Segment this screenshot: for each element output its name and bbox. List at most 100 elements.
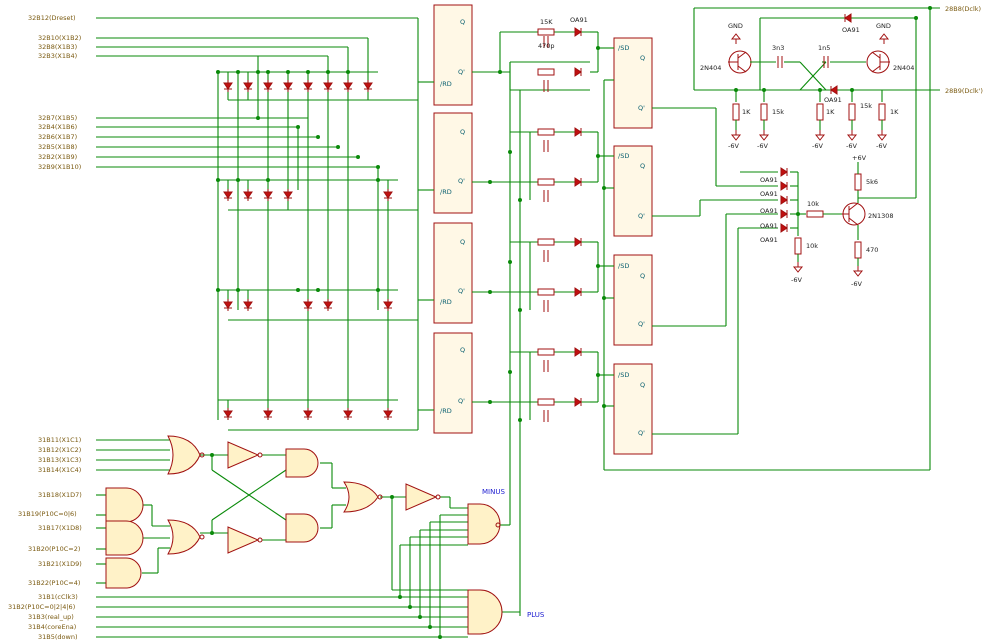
svg-text:OA91: OA91	[760, 190, 778, 198]
svg-text:/RD: /RD	[440, 80, 452, 88]
svg-text:-6V: -6V	[851, 280, 862, 288]
svg-text:OA91: OA91	[760, 236, 778, 244]
svg-text:-6V: -6V	[728, 142, 739, 150]
input-x1b8: 32B5(X1B8)	[38, 143, 77, 151]
ff-7	[613, 254, 653, 346]
ff-column-left: Q Q' /RD Q Q' /RD Q Q' /RD Q Q' /RD	[417, 4, 473, 434]
input-dreset: 32B12(Dreset)	[28, 14, 76, 22]
svg-text:Q': Q'	[458, 177, 465, 185]
svg-text:OA91: OA91	[760, 176, 778, 184]
logic-gates: MINUS PLUS	[105, 435, 545, 635]
svg-text:Q': Q'	[638, 429, 645, 437]
input-x1d8: 31B17(X1D8)	[38, 524, 82, 532]
net-minus: MINUS	[482, 488, 505, 496]
input-wires	[96, 17, 418, 168]
svg-text:/SD: /SD	[618, 262, 629, 270]
and-gate-2	[105, 520, 144, 556]
osc-t1-label: 2N404	[700, 64, 721, 72]
oscillator: OA91 2N404 GND 2N404 GND 3n3 1n5 OA91 1K	[693, 5, 983, 470]
svg-text:/SD: /SD	[618, 44, 629, 52]
svg-text:1K: 1K	[890, 108, 899, 116]
svg-text:+6V: +6V	[852, 154, 867, 162]
or-gate-1	[167, 435, 201, 475]
svg-text:/RD: /RD	[440, 407, 452, 415]
ff-8	[613, 363, 653, 455]
ff-column-right: /SD Q Q' /SD Q Q' /SD Q Q' /SD Q Q'	[590, 31, 930, 471]
ff-3	[433, 222, 473, 324]
svg-text:-6V: -6V	[846, 142, 857, 150]
and-gate-plus	[467, 589, 503, 635]
input-p10c-2: 31B20(P10C=2)	[28, 545, 80, 553]
and-gate-3	[105, 557, 142, 589]
input-x1c3: 31B13(X1C3)	[38, 456, 81, 464]
svg-text:Q: Q	[460, 238, 465, 246]
svg-text:Q': Q'	[638, 104, 645, 112]
svg-text:15k: 15k	[860, 102, 872, 110]
svg-text:10k: 10k	[806, 242, 818, 250]
inverter-1	[227, 441, 260, 469]
svg-text:/SD: /SD	[618, 152, 629, 160]
svg-text:Q: Q	[640, 272, 645, 280]
input-x1d9: 31B21(X1D9)	[38, 560, 82, 568]
input-p10c-4: 31B22(P10C=4)	[28, 579, 80, 587]
input-x1b5: 32B7(X1B5)	[38, 114, 77, 122]
rc-c-label: 470p	[538, 42, 555, 50]
svg-text:1K: 1K	[742, 108, 751, 116]
input-p10c-all: 31B2(P10C=0|2|4|6)	[8, 603, 75, 611]
diode-label-1: OA91	[570, 16, 588, 24]
rc-r-label: 15K	[540, 18, 553, 26]
svg-text:470: 470	[866, 246, 878, 254]
gate-input-labels: 31B11(X1C1) 31B12(X1C2) 31B13(X1C3) 31B1…	[8, 436, 82, 641]
input-cclk3: 31B1(cClk3)	[38, 593, 78, 601]
svg-text:Q: Q	[460, 128, 465, 136]
ff-5	[613, 37, 653, 129]
svg-text:Q: Q	[640, 162, 645, 170]
osc-t2-label: 2N404	[893, 64, 914, 72]
input-x1b3: 32B8(X1B3)	[38, 43, 77, 51]
input-x1b6: 32B4(X1B6)	[38, 123, 77, 131]
svg-text:1K: 1K	[826, 108, 835, 116]
svg-text:OA91: OA91	[824, 96, 842, 104]
input-p10c-06: 31B19(P10C=0|6)	[18, 510, 77, 518]
svg-text:Q': Q'	[458, 287, 465, 295]
matrix-junctions	[216, 70, 380, 292]
svg-text:-6V: -6V	[757, 142, 768, 150]
gate-wires	[96, 439, 520, 639]
net-plus: PLUS	[527, 611, 545, 619]
svg-text:/SD: /SD	[618, 371, 629, 379]
inverter-2	[227, 526, 260, 554]
ff-1	[433, 4, 473, 106]
svg-text:Q': Q'	[458, 68, 465, 76]
input-real-up: 31B3(real_up)	[28, 613, 74, 621]
svg-text:GND: GND	[876, 22, 891, 30]
svg-text:OA91: OA91	[760, 207, 778, 215]
svg-text:-6V: -6V	[876, 142, 887, 150]
svg-text:-6V: -6V	[791, 276, 802, 284]
svg-text:/RD: /RD	[440, 188, 452, 196]
input-x1b4: 32B3(X1B4)	[38, 52, 77, 60]
top-input-labels: 32B12(Dreset) 32B10(X1B2) 32B8(X1B3) 32B…	[28, 14, 81, 171]
output-dclk: 28B8(Dclk)	[945, 5, 981, 13]
input-x1c1: 31B11(X1C1)	[38, 436, 81, 444]
svg-text:Q': Q'	[638, 212, 645, 220]
svg-text:Q: Q	[460, 18, 465, 26]
and-gate-1	[105, 487, 144, 523]
and-gate-4	[285, 448, 319, 478]
input-x1b10: 32B9(X1B10)	[38, 163, 81, 171]
and-gate-5	[285, 513, 319, 543]
svg-text:5k6: 5k6	[866, 178, 878, 186]
ff-2	[433, 112, 473, 214]
svg-text:1n5: 1n5	[818, 44, 830, 52]
svg-text:Q': Q'	[638, 320, 645, 328]
svg-text:OA91: OA91	[760, 222, 778, 230]
svg-text:/RD: /RD	[440, 298, 452, 306]
svg-text:3n3: 3n3	[772, 44, 784, 52]
or-gate-3	[343, 481, 379, 513]
and-gate-minus	[467, 503, 501, 545]
svg-text:-6V: -6V	[812, 142, 823, 150]
coupling-networks: 15K 470p OA91	[472, 16, 590, 616]
driver-label: 2N1308	[868, 212, 894, 220]
ff-4	[433, 332, 473, 434]
inverter-3	[405, 483, 438, 511]
